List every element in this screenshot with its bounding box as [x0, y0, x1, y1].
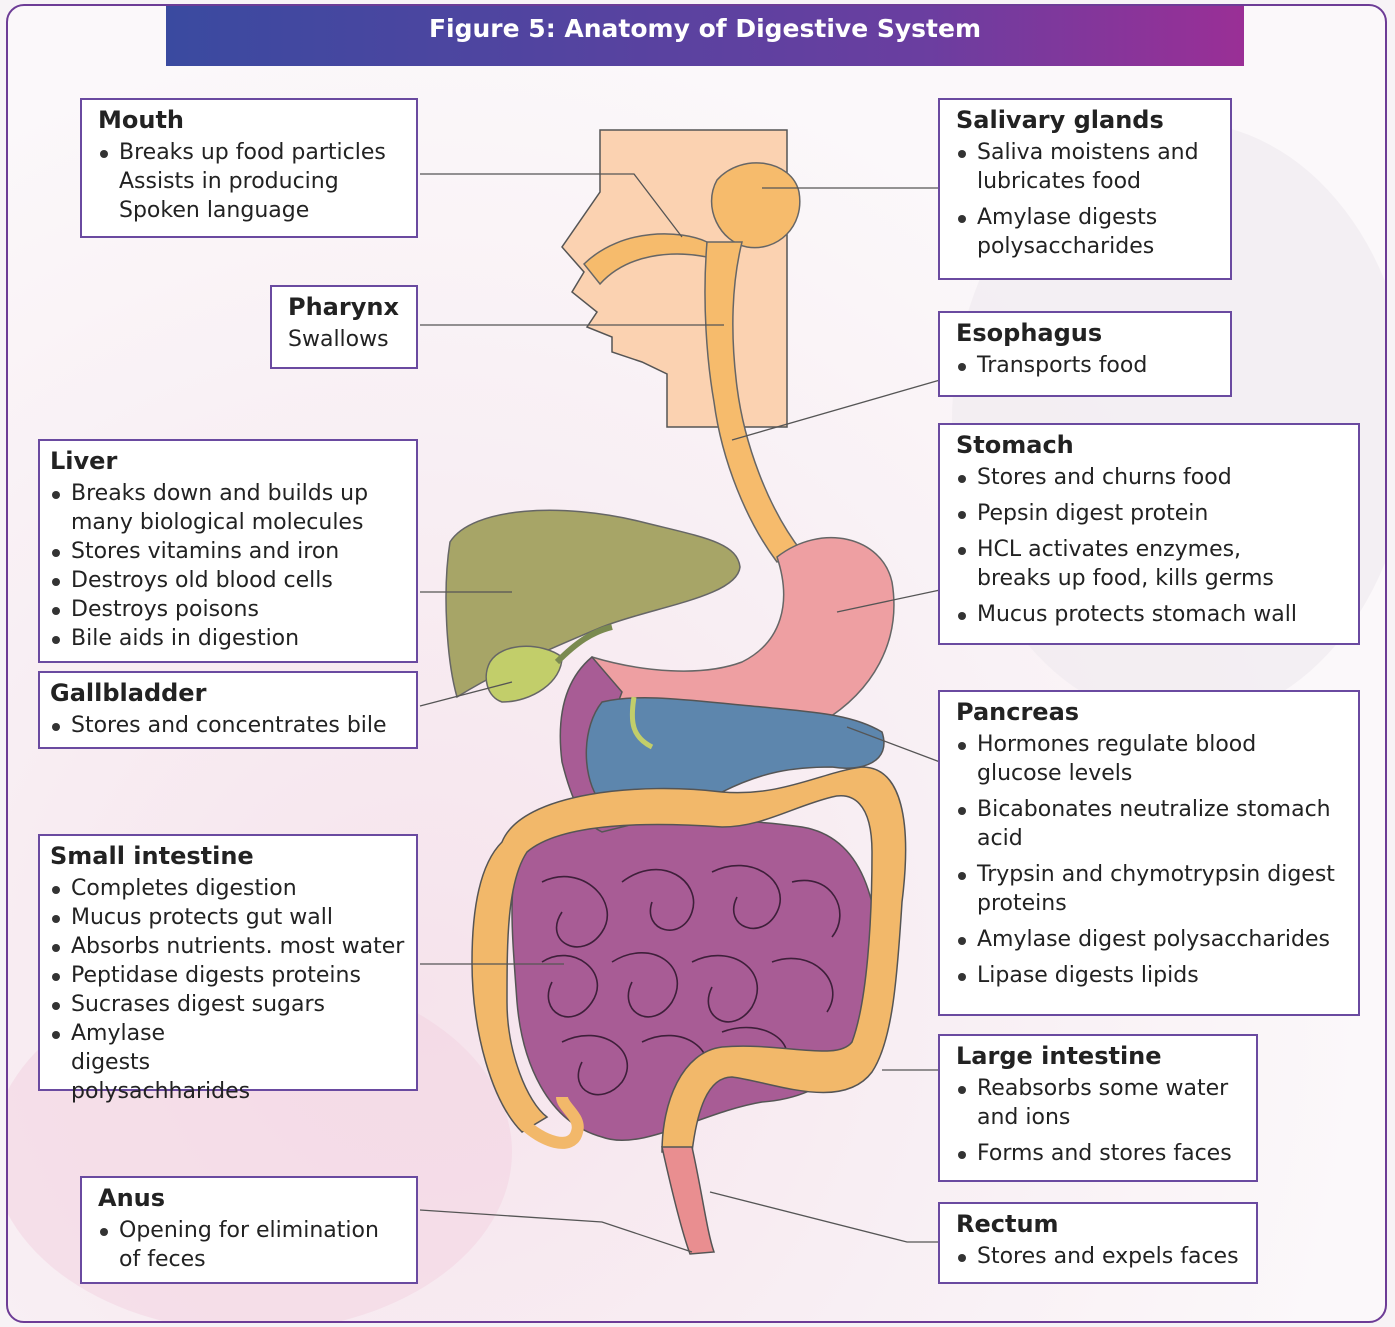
- rectum-organ: [662, 1147, 714, 1254]
- label-list: Opening for elimination of feces: [98, 1216, 406, 1274]
- label-list: Breaks down and builds up many biologica…: [50, 479, 406, 653]
- salivary-gland: [712, 163, 800, 248]
- label-text: Swallows: [288, 325, 406, 354]
- label-box-gallbladder: Gallbladder Stores and concentrates bile: [38, 671, 418, 749]
- label-item: Mucus protects stomach wall: [956, 600, 1348, 629]
- label-item: Trypsin and chymotrypsin digest proteins: [956, 860, 1352, 918]
- label-item: Stores vitamins and iron: [50, 537, 406, 566]
- label-box-rectum: Rectum Stores and expels faces: [938, 1202, 1258, 1284]
- label-list: Reabsorbs some water and ions Forms and …: [956, 1074, 1246, 1168]
- label-item: Breaks up food particles: [98, 138, 406, 167]
- label-item: Bicabonates neutralize stomach acid: [956, 795, 1352, 853]
- label-item: Opening for elimination of feces: [98, 1216, 399, 1274]
- label-box-mouth: Mouth Breaks up food particles Assists i…: [80, 98, 418, 238]
- label-item: Bile aids in digestion: [50, 624, 406, 653]
- label-item: Spoken language: [119, 196, 406, 225]
- label-heading: Stomach: [956, 431, 1348, 459]
- label-item: Stores and churns food: [956, 463, 1348, 492]
- leader-rectum: [710, 1192, 940, 1242]
- label-list: Stores and concentrates bile: [50, 711, 406, 740]
- label-box-stomach: Stomach Stores and churns food Pepsin di…: [938, 423, 1360, 645]
- label-list: Stores and expels faces: [956, 1242, 1246, 1271]
- label-item: Sucrases digest sugars: [50, 990, 406, 1019]
- label-box-esophagus: Esophagus Transports food: [938, 311, 1232, 397]
- label-item: Amylase digests polysachharides: [50, 1019, 221, 1106]
- label-heading: Small intestine: [50, 842, 406, 870]
- label-heading: Gallbladder: [50, 679, 406, 707]
- label-item: Assists in producing: [119, 167, 406, 196]
- label-box-pharynx: Pharynx Swallows: [270, 285, 418, 369]
- label-list: Completes digestion Mucus protects gut w…: [50, 874, 406, 1106]
- label-box-liver: Liver Breaks down and builds up many bio…: [38, 439, 418, 663]
- label-heading: Liver: [50, 447, 406, 475]
- label-item: Completes digestion: [50, 874, 406, 903]
- figure-title: Figure 5: Anatomy of Digestive System: [166, 6, 1244, 66]
- label-heading: Salivary glands: [956, 106, 1220, 134]
- label-item: Hormones regulate blood glucose levels: [956, 730, 1287, 788]
- label-item: Forms and stores faces: [956, 1139, 1246, 1168]
- label-heading: Pharynx: [288, 293, 406, 321]
- label-item: Transports food: [956, 351, 1220, 380]
- label-item: HCL activates enzymes, breaks up food, k…: [956, 535, 1297, 593]
- label-box-salivary-glands: Salivary glands Saliva moistens and lubr…: [938, 98, 1232, 280]
- label-item: Stores and concentrates bile: [50, 711, 406, 740]
- label-heading: Rectum: [956, 1210, 1246, 1238]
- label-list: Transports food: [956, 351, 1220, 380]
- label-box-large-intestine: Large intestine Reabsorbs some water and…: [938, 1034, 1258, 1182]
- label-item: Pepsin digest protein: [956, 499, 1348, 528]
- label-item: Destroys old blood cells: [50, 566, 406, 595]
- label-item: Saliva moistens and lubricates food: [956, 138, 1207, 196]
- label-item: Stores and expels faces: [956, 1242, 1246, 1271]
- label-heading: Pancreas: [956, 698, 1348, 726]
- label-item: Absorbs nutrients. most water: [50, 932, 406, 961]
- label-continuation: Assists in producing Spoken language: [98, 167, 406, 225]
- label-list: Stores and churns food Pepsin digest pro…: [956, 463, 1348, 629]
- label-list: Saliva moistens and lubricates food Amyl…: [956, 138, 1220, 261]
- label-box-small-intestine: Small intestine Completes digestion Mucu…: [38, 834, 418, 1091]
- label-list: Hormones regulate blood glucose levels B…: [956, 730, 1348, 990]
- label-list: Breaks up food particles: [98, 138, 406, 167]
- label-item: Amylase digests polysaccharides: [956, 203, 1207, 261]
- gallbladder-organ: [486, 646, 562, 702]
- label-heading: Anus: [98, 1184, 406, 1212]
- label-box-anus: Anus Opening for elimination of feces: [80, 1176, 418, 1284]
- label-item: Mucus protects gut wall: [50, 903, 406, 932]
- label-item: Destroys poisons: [50, 595, 406, 624]
- label-item: Lipase digests lipids: [956, 961, 1348, 990]
- label-item: Amylase digest polysaccharides: [956, 925, 1348, 954]
- label-item: Breaks down and builds up many biologica…: [50, 479, 406, 537]
- label-item: Peptidase digests proteins: [50, 961, 406, 990]
- diagram-frame: Figure 5: Anatomy of Digestive System Mo…: [6, 4, 1387, 1323]
- label-heading: Mouth: [98, 106, 406, 134]
- label-heading: Large intestine: [956, 1042, 1246, 1070]
- label-box-pancreas: Pancreas Hormones regulate blood glucose…: [938, 690, 1360, 1016]
- label-heading: Esophagus: [956, 319, 1220, 347]
- label-item: Reabsorbs some water and ions: [956, 1074, 1257, 1132]
